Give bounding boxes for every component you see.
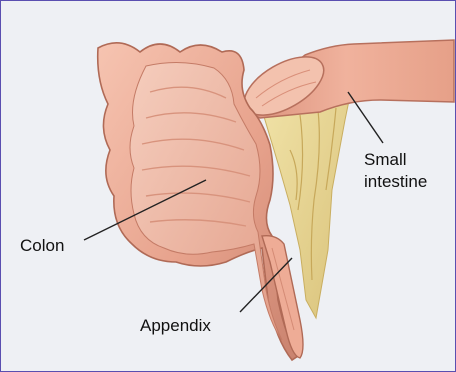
label-colon: Colon xyxy=(20,236,64,255)
label-appendix: Appendix xyxy=(140,316,211,335)
label-small-intestine-line1: Small xyxy=(364,150,407,169)
label-small-intestine-line2: intestine xyxy=(364,172,427,191)
